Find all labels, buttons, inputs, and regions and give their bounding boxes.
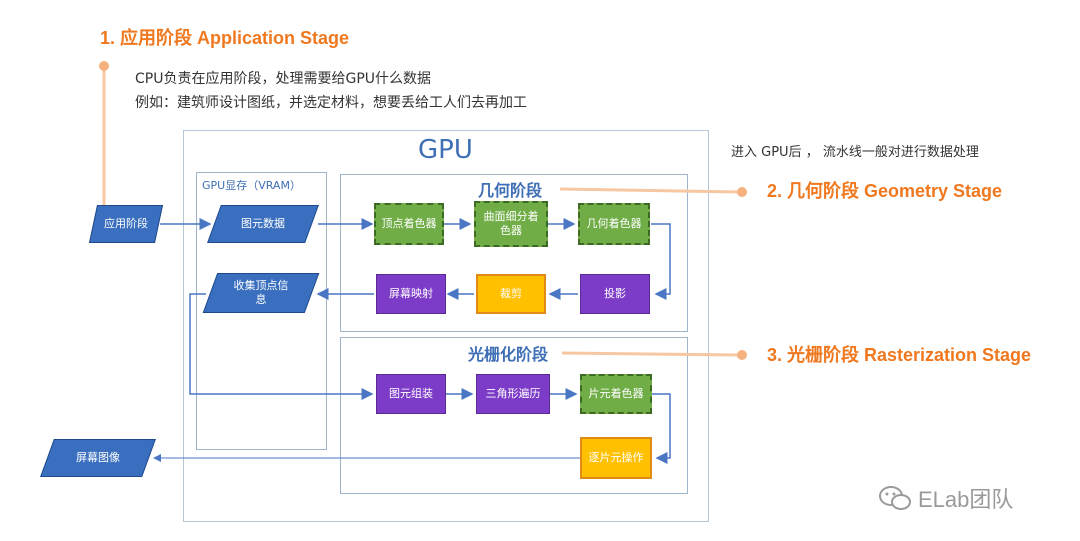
gpu-title: GPU <box>418 135 473 165</box>
vertex-shader-node: 顶点着色器 <box>374 203 444 245</box>
stage3-leader-dot <box>737 350 747 360</box>
stage3-title: 3. 光栅阶段 Rasterization Stage <box>767 345 1032 365</box>
stage1-title: 1. 应用阶段 Application Stage <box>100 28 350 48</box>
fragment-shader-label: 片元着色器 <box>588 387 644 400</box>
app-stage-node: 应用阶段 <box>88 205 164 243</box>
per-fragment-ops-node: 逐片元操作 <box>580 437 652 479</box>
wechat-icon <box>879 486 911 510</box>
tessellation-shader-node: 曲面细分着色器 <box>474 201 548 247</box>
vertex-shader-label: 顶点着色器 <box>381 217 437 230</box>
screen-mapping-label: 屏幕映射 <box>389 287 433 300</box>
fragment-shader-node: 片元着色器 <box>580 374 652 414</box>
screen-image-label: 屏幕图像 <box>76 451 120 464</box>
app-stage-label: 应用阶段 <box>104 217 148 230</box>
tessellation-shader-label: 曲面细分着色器 <box>483 210 539 237</box>
geometry-shader-label: 几何着色器 <box>586 217 642 230</box>
watermark: ELab团队 <box>878 482 1013 514</box>
stage3-leader <box>561 351 741 357</box>
gpu-note: 进入 GPU后 ， 流水线一般对进行数据处理 <box>731 145 979 160</box>
screen-mapping-node: 屏幕映射 <box>376 274 446 314</box>
projection-label: 投影 <box>604 287 626 300</box>
raster-title: 光栅化阶段 <box>468 345 549 364</box>
clipping-label: 裁剪 <box>500 287 522 300</box>
clipping-node: 裁剪 <box>476 274 546 314</box>
stage1-desc-line2: 例如：建筑师设计图纸，并选定材料，想要丢给工人们去再加工 <box>135 95 527 111</box>
stage2-leader <box>559 187 741 194</box>
primitive-data-label: 图元数据 <box>241 217 285 230</box>
primitive-data-node: 图元数据 <box>207 205 319 243</box>
screen-image-node: 屏幕图像 <box>40 439 156 477</box>
vram-title: GPU显存（VRAM） <box>202 179 301 192</box>
primitive-assembly-label: 图元组装 <box>389 387 433 400</box>
geometry-title: 几何阶段 <box>478 181 543 200</box>
geometry-shader-node: 几何着色器 <box>578 203 650 245</box>
projection-node: 投影 <box>580 274 650 314</box>
primitive-assembly-node: 图元组装 <box>376 374 446 414</box>
per-fragment-ops-label: 逐片元操作 <box>588 451 644 464</box>
collect-vertex-label: 收集顶点信息 <box>233 279 289 306</box>
triangle-traversal-label: 三角形遍历 <box>485 387 541 400</box>
triangle-traversal-node: 三角形遍历 <box>476 374 550 414</box>
stage1-leader-dot <box>99 61 109 71</box>
watermark-text: ELab团队 <box>918 487 1014 512</box>
stage2-title: 2. 几何阶段 Geometry Stage <box>767 181 1003 201</box>
stage1-desc-line1: CPU负责在应用阶段，处理需要给GPU什么数据 <box>135 71 432 87</box>
stage2-leader-dot <box>737 187 747 197</box>
collect-vertex-node: 收集顶点信息 <box>202 273 320 313</box>
